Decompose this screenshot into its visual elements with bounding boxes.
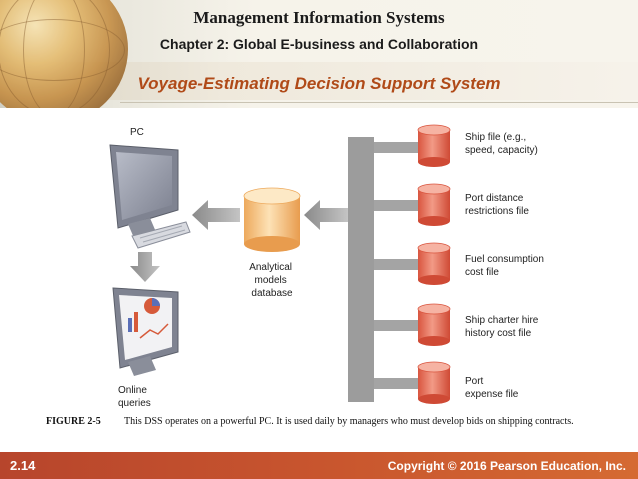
file-connector-bus (348, 137, 418, 402)
course-title: Management Information Systems (193, 8, 445, 27)
slide-footer: 2.14 Copyright © 2016 Pearson Education,… (0, 452, 638, 479)
arrow-files-to-database-icon (304, 200, 348, 230)
arrow-pc-to-queries-icon (130, 252, 160, 282)
queries-label: Online queries (118, 385, 151, 409)
database-cylinder-icon (243, 187, 301, 252)
file-cylinder-icon (417, 183, 451, 226)
figure-caption-text: This DSS operates on a powerful PC. It i… (124, 416, 574, 427)
slide-title: Voyage-Estimating Decision Support Syste… (137, 74, 501, 93)
file-label-ship: Ship file (e.g.,speed, capacity) (465, 132, 538, 156)
file-cylinder-icon (417, 124, 451, 167)
dss-diagram: Ship file (e.g.,speed, capacity) Port di… (109, 124, 544, 409)
slide-number: 2.14 (10, 458, 36, 473)
file-cylinder-icon (417, 361, 451, 404)
database-label: Analytical models database (249, 262, 295, 299)
queries-monitor-icon (112, 287, 179, 376)
arrow-database-to-pc-icon (192, 200, 240, 230)
pc-monitor-icon (109, 144, 191, 249)
chapter-title: Chapter 2: Global E-business and Collabo… (159, 36, 479, 52)
file-cylinder-icon (417, 242, 451, 285)
header-divider (120, 102, 638, 103)
file-cylinder-icon (417, 303, 451, 346)
copyright-notice: Copyright © 2016 Pearson Education, Inc. (387, 459, 626, 473)
pc-label: PC (130, 127, 144, 138)
globe-icon (0, 0, 128, 108)
figure-number: FIGURE 2-5 (46, 416, 101, 427)
slide-header: Management Information Systems Chapter 2… (0, 0, 638, 108)
